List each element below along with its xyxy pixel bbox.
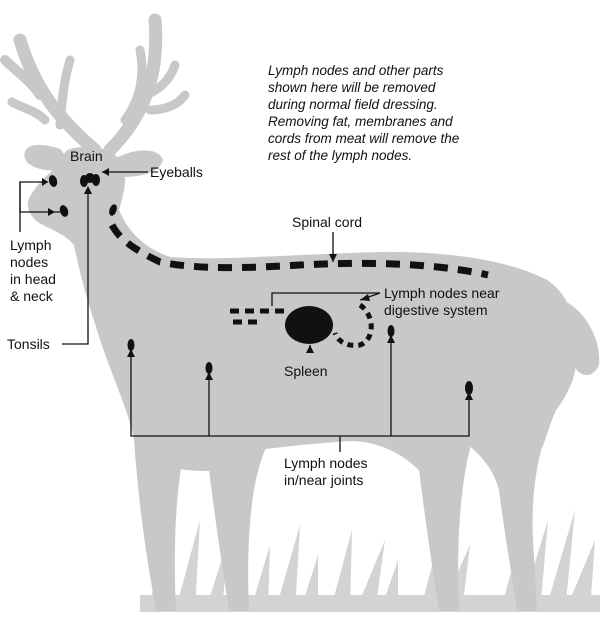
- label-line: in/near joints: [284, 472, 364, 488]
- deer-silhouette: [0, 13, 600, 611]
- digestive-node-chain-3: [332, 302, 374, 348]
- brain-marker: [85, 173, 95, 183]
- label-line: in head: [10, 271, 56, 287]
- field-dressing-note: Lymph nodes and other parts shown here w…: [268, 62, 568, 164]
- brain-label: Brain: [70, 148, 103, 164]
- label-line: & neck: [10, 288, 53, 304]
- label-line: nodes: [10, 254, 49, 270]
- note-line: cords from meat will remove the: [268, 131, 460, 146]
- note-line: during normal field dressing.: [268, 97, 438, 112]
- spleen-marker: [285, 306, 333, 344]
- eyeballs-label: Eyeballs: [150, 164, 203, 180]
- label-line: Lymph nodes: [284, 455, 368, 471]
- lymph-node-head-1: [48, 175, 58, 187]
- label-line: digestive system: [384, 302, 488, 318]
- note-line: Lymph nodes and other parts: [268, 63, 444, 78]
- leader-joints: [130, 340, 470, 452]
- joint-node-3: [387, 325, 395, 337]
- label-line: Lymph: [10, 237, 52, 253]
- note-line: Removing fat, membranes and: [268, 114, 453, 129]
- organ-markers: [48, 173, 473, 395]
- spleen-label: Spleen: [284, 363, 328, 379]
- label-line: Lymph nodes near: [384, 285, 500, 301]
- lymph-digestive-label: Lymph nodes near digestive system: [384, 285, 499, 319]
- joint-node-4: [465, 381, 473, 395]
- lymph-joints-label: Lymph nodes in/near joints: [284, 455, 368, 489]
- leader-tonsils: [62, 190, 89, 345]
- spinal-cord-label: Spinal cord: [292, 214, 363, 230]
- lymph-node-head-2: [59, 205, 69, 217]
- lymph-head-neck-label: Lymph nodes in head & neck: [10, 237, 56, 305]
- joint-node-2: [205, 362, 213, 374]
- arrowheads: [42, 168, 473, 400]
- joint-node-1: [127, 339, 135, 351]
- tonsils-label: Tonsils: [7, 336, 50, 352]
- spinal-cord-line: [108, 223, 489, 279]
- leader-lines: [19, 171, 470, 452]
- note-line: rest of the lymph nodes.: [268, 148, 413, 163]
- tonsil-marker: [109, 204, 117, 216]
- note-line: shown here will be removed: [268, 80, 436, 95]
